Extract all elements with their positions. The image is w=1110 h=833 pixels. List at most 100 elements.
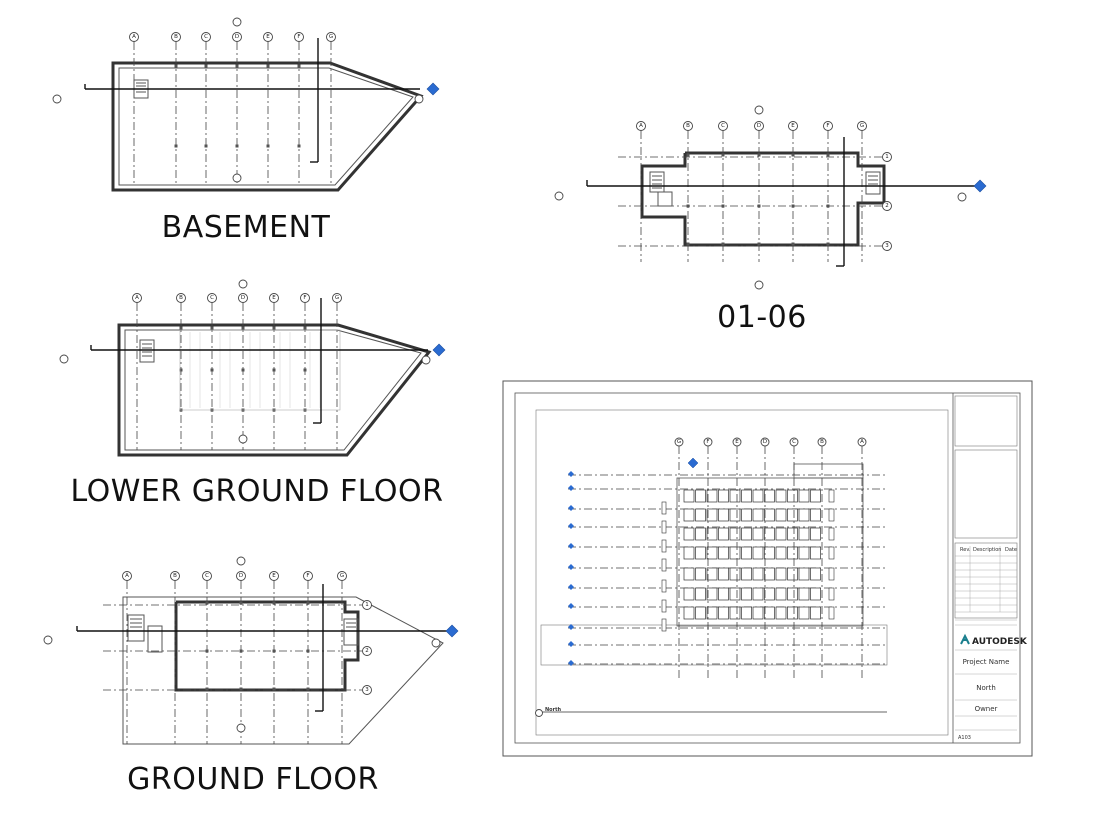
logo-text: AUTODESK	[972, 637, 1028, 647]
grid-bubble[interactable]	[132, 293, 142, 303]
window	[752, 567, 764, 581]
grid-label: E	[791, 123, 795, 129]
grid-bubble[interactable]	[337, 571, 347, 581]
column	[791, 242, 795, 246]
elevation-marker-icon[interactable]	[445, 624, 459, 638]
rev-header: Rev.	[960, 547, 971, 553]
grid-bubble[interactable]	[754, 121, 764, 131]
elevation-marker-icon[interactable]	[973, 179, 987, 193]
window	[764, 587, 775, 601]
grid-bubble[interactable]	[718, 121, 728, 131]
grid-bubble[interactable]	[201, 32, 211, 42]
column	[757, 204, 761, 208]
elevation-marker-icon[interactable]	[432, 343, 446, 357]
column	[179, 326, 183, 330]
grid-bubble[interactable]	[129, 32, 139, 42]
window	[706, 527, 718, 541]
window	[695, 508, 706, 522]
grid-bubble[interactable]	[294, 32, 304, 42]
svg-text:1: 1	[365, 602, 369, 608]
window	[810, 606, 821, 620]
grid-bubble[interactable]	[788, 121, 798, 131]
column	[241, 326, 245, 330]
window	[787, 587, 798, 601]
elevation-sheet[interactable]: Rev. Description Date AUTODESK Project N…	[502, 380, 1033, 757]
grid-bubble[interactable]	[207, 293, 217, 303]
window	[718, 567, 729, 581]
grid-label: A	[639, 123, 643, 129]
column	[686, 242, 690, 246]
grid-bubble[interactable]	[269, 293, 279, 303]
grid-label: C	[205, 573, 209, 579]
window	[752, 546, 764, 560]
grid-bubble[interactable]	[170, 571, 180, 581]
window	[718, 527, 729, 541]
window	[798, 567, 810, 581]
grid-label: F	[297, 34, 300, 40]
grid-bubble[interactable]	[263, 32, 273, 42]
window	[695, 489, 706, 503]
grid-bubble[interactable]	[857, 437, 867, 447]
column	[826, 153, 830, 157]
column	[204, 64, 208, 68]
window	[706, 606, 718, 620]
grid-bubble[interactable]	[238, 293, 248, 303]
window	[764, 489, 775, 503]
column	[235, 64, 239, 68]
grid-bubble[interactable]	[176, 293, 186, 303]
grid-label: D	[763, 439, 767, 445]
grid-bubble[interactable]	[674, 437, 684, 447]
grid-label: B	[173, 573, 177, 579]
grid-bubble[interactable]	[789, 437, 799, 447]
grid-bubble[interactable]	[236, 571, 246, 581]
grid-bubble[interactable]	[122, 571, 132, 581]
svg-text:Description: Description	[973, 547, 1001, 553]
window	[798, 508, 810, 522]
elevation-title: North	[545, 707, 561, 713]
grid-bubble[interactable]	[823, 121, 833, 131]
window	[764, 567, 775, 581]
window	[787, 527, 798, 541]
level-marker-icon	[568, 505, 574, 511]
grid-bubble[interactable]	[636, 121, 646, 131]
grid-bubble[interactable]	[332, 293, 342, 303]
grid-bubble[interactable]	[683, 121, 693, 131]
grid-bubble[interactable]	[703, 437, 713, 447]
section-bubble[interactable]	[52, 94, 62, 104]
grid-bubble[interactable]	[232, 32, 242, 42]
grid-bubble[interactable]	[732, 437, 742, 447]
level-marker-icon	[568, 660, 574, 666]
grid-bubble[interactable]	[202, 571, 212, 581]
grid-bubble[interactable]	[171, 32, 181, 42]
column	[235, 144, 239, 148]
level-marker-icon	[568, 471, 574, 477]
column	[179, 368, 183, 372]
window	[741, 508, 752, 522]
window	[741, 489, 752, 503]
grid-bubble[interactable]	[817, 437, 827, 447]
column	[303, 368, 307, 372]
grid-bubble[interactable]	[303, 571, 313, 581]
grid-bubble[interactable]	[300, 293, 310, 303]
window	[810, 527, 821, 541]
window	[729, 546, 741, 560]
window	[683, 606, 695, 620]
window	[695, 606, 706, 620]
column	[174, 64, 178, 68]
grid-bubble[interactable]	[857, 121, 867, 131]
grid-bubble[interactable]	[326, 32, 336, 42]
column	[174, 144, 178, 148]
svg-text:3: 3	[885, 243, 889, 249]
grid-label: B	[179, 295, 183, 301]
grid-bubble[interactable]	[760, 437, 770, 447]
grid-bubble[interactable]	[269, 571, 279, 581]
elevation-marker-icon[interactable]	[426, 82, 440, 96]
column	[297, 144, 301, 148]
grid-label: D	[757, 123, 761, 129]
window	[683, 567, 695, 581]
